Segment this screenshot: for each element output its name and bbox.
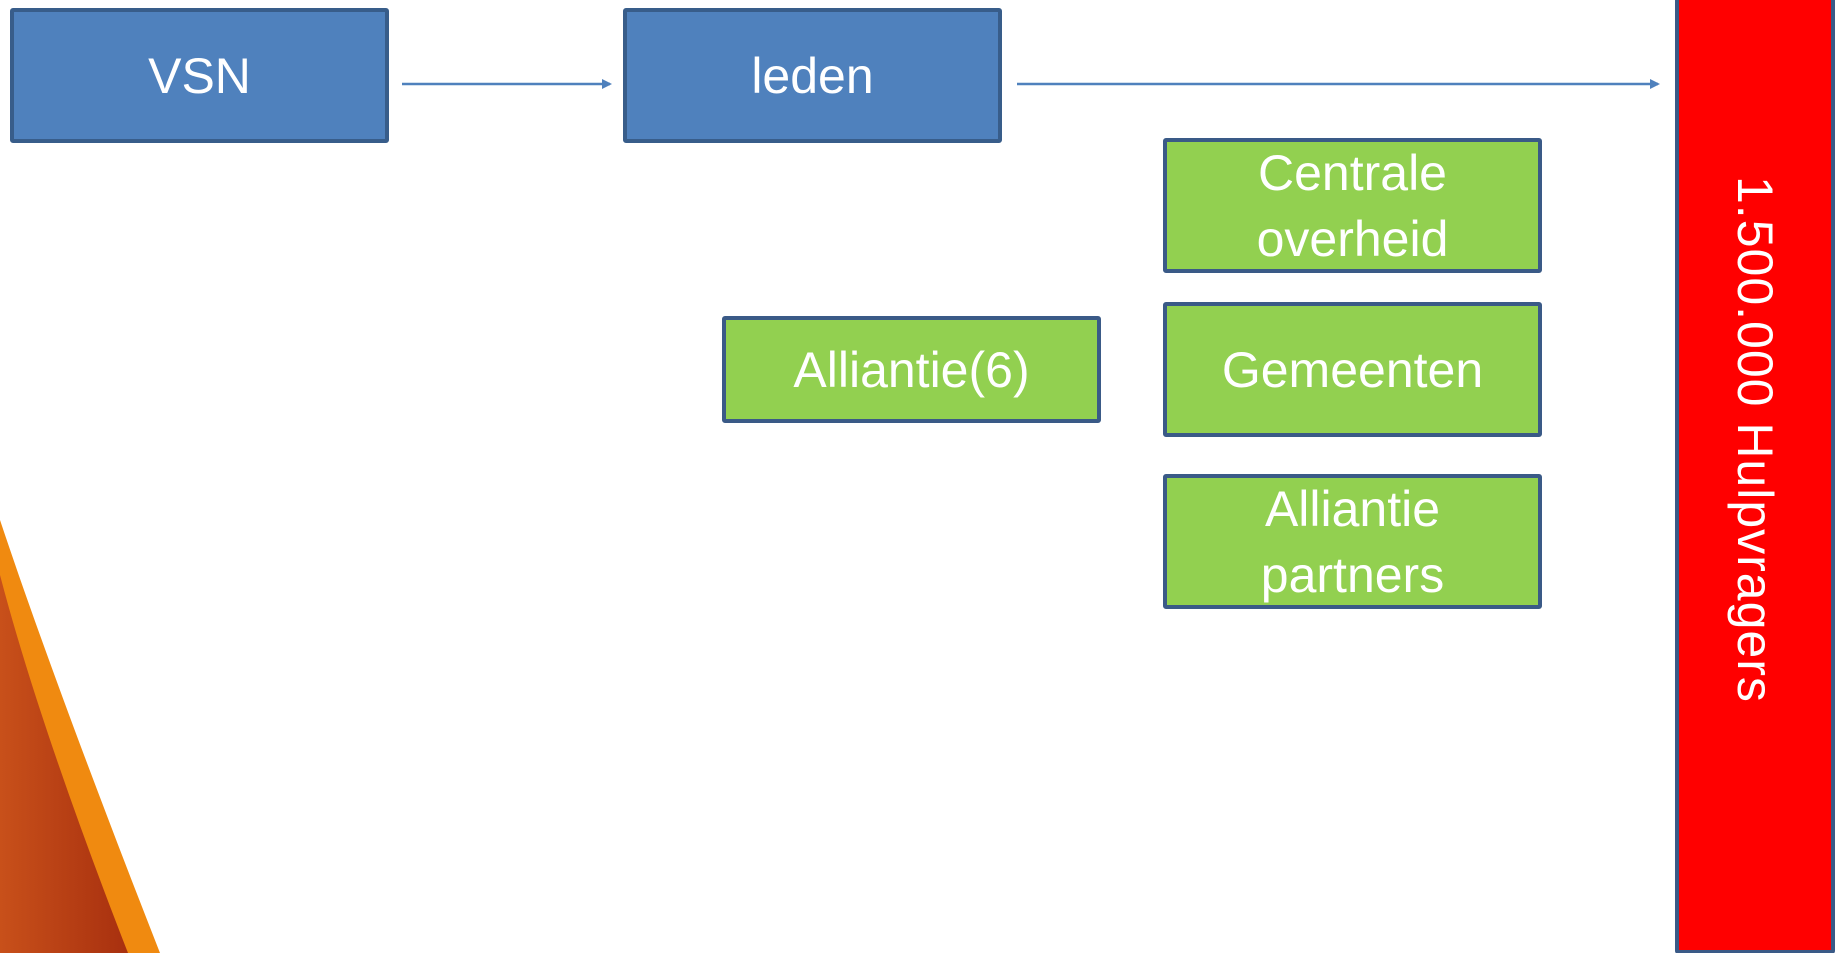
alliantie-partners-label-line1: Alliantie (1264, 480, 1441, 537)
leden-label: leden (751, 47, 874, 104)
vsn-label: VSN (148, 47, 251, 104)
alliantie-partners-box: Alliantie partners (1163, 474, 1542, 609)
vsn-box: VSN (10, 8, 389, 143)
centrale-overheid-box: Centrale overheid (1163, 138, 1542, 273)
centrale-overheid-label-line2: overheid (1256, 210, 1449, 267)
alliantie6-label: Alliantie(6) (793, 341, 1030, 398)
centrale-overheid-label-line1: Centrale (1258, 144, 1447, 201)
hulpvragers-box: 1.500.000 Hulpvragers (1675, 0, 1835, 953)
leden-box: leden (623, 8, 1002, 143)
gemeenten-label: Gemeenten (1221, 341, 1484, 398)
gemeenten-box: Gemeenten (1163, 302, 1542, 437)
alliantie-partners-label-line2: partners (1260, 546, 1445, 603)
alliantie6-box: Alliantie(6) (722, 316, 1101, 423)
hulpvragers-label: 1.500.000 Hulpvragers (1727, 176, 1783, 703)
